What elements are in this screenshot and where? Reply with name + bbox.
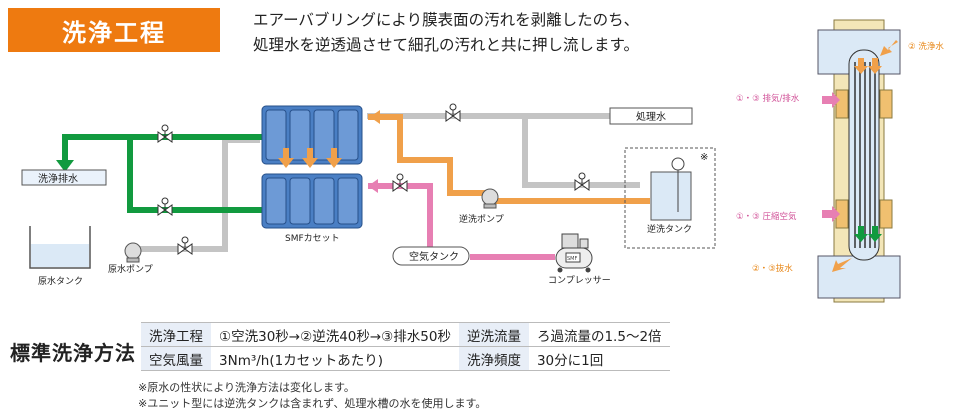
table-row: 空気風量 3Nm³/h(1カセットあたり) 洗浄頻度 30分に1回 [141, 346, 670, 371]
valve-icon [157, 103, 590, 255]
backwash-note-mark: ※ [700, 152, 708, 163]
smf-cassette [261, 105, 363, 229]
callout-exhaust-drain: ①・③ 排気/排水 [736, 93, 800, 104]
standard-method-title: 標準洗浄方法 [10, 341, 136, 365]
drain-pipes [62, 134, 262, 213]
air-pipes [368, 183, 555, 260]
table-cell: 3Nm³/h(1カセットあたり) [211, 346, 459, 371]
drain-arrow-head [56, 160, 74, 172]
description-line-1: エアーバブリングにより膜表面の汚れを剥離したのち、 [253, 11, 640, 29]
drain-label: 洗浄排水 [38, 172, 78, 185]
standard-method-table: 洗浄工程 ①空洗30秒→②逆洗40秒→③排水50秒 逆洗流量 ろ過流量の1.5〜… [141, 322, 670, 371]
module-cross-section [817, 19, 901, 303]
compressor-icon [555, 233, 593, 273]
table-header-cell: 空気風量 [141, 346, 211, 371]
drain-box [21, 169, 107, 186]
table-header-cell: 洗浄頻度 [458, 346, 529, 371]
note-line-1: ※原水の性状により洗浄方法は変化します。 [138, 381, 355, 394]
callout-drain-out: ②・③抜水 [752, 263, 793, 274]
treated-water-label: 処理水 [636, 110, 666, 123]
backwash-tank [650, 157, 692, 221]
section-title: 洗浄工程 [8, 8, 220, 52]
air-tank [392, 246, 470, 266]
raw-pump-icon [124, 242, 142, 263]
air-arrow-head [368, 179, 378, 193]
raw-water-tank [29, 226, 91, 269]
callout-compressed-air: ①・③ 圧縮空気 [736, 211, 797, 222]
backwash-tank-label: 逆洗タンク [647, 223, 692, 235]
raw-pump-label: 原水ポンプ [108, 263, 153, 275]
compressor-label: コンプレッサー [548, 275, 611, 286]
backwash-arrow-head [370, 110, 380, 124]
air-tank-label: 空気タンク [409, 250, 459, 263]
callout-wash-water: ② 洗浄水 [908, 41, 944, 52]
table-cell: ①空洗30秒→②逆洗40秒→③排水50秒 [211, 322, 459, 347]
description: エアーバブリングにより膜表面の汚れを剥離したのち、 処理水を逆透過させて細孔の汚… [253, 8, 639, 58]
table-cell: 30分に1回 [528, 346, 670, 371]
table-row: 洗浄工程 ①空洗30秒→②逆洗40秒→③排水50秒 逆洗流量 ろ過流量の1.5〜… [141, 322, 670, 347]
note-line-2: ※ユニット型には逆洗タンクは含まれず、処理水槽の水を使用します。 [138, 397, 487, 410]
table-header-cell: 洗浄工程 [141, 322, 211, 347]
compressor-nameplate: SMF [567, 256, 577, 262]
table-cell: ろ過流量の1.5〜2倍 [528, 322, 670, 347]
backwash-pump-label: 逆洗ポンプ [459, 213, 504, 225]
backwash-pipes [368, 114, 650, 204]
description-line-2: 処理水を逆透過させて細孔の汚れと共に押し流します。 [253, 36, 639, 54]
wash-process-diagram: SMFカセット 洗浄排水 処理水 原水タンク 原水ポンプ 逆洗ポンプ ※ 逆洗タ… [21, 19, 944, 303]
raw-tank-label: 原水タンク [38, 275, 83, 287]
smf-cassette-label: SMFカセット [285, 233, 340, 244]
backwash-tank-frame [624, 147, 716, 249]
treated-water-box [609, 107, 693, 125]
table-header-cell: 逆洗流量 [458, 322, 529, 347]
backwash-pump-icon [481, 188, 499, 209]
